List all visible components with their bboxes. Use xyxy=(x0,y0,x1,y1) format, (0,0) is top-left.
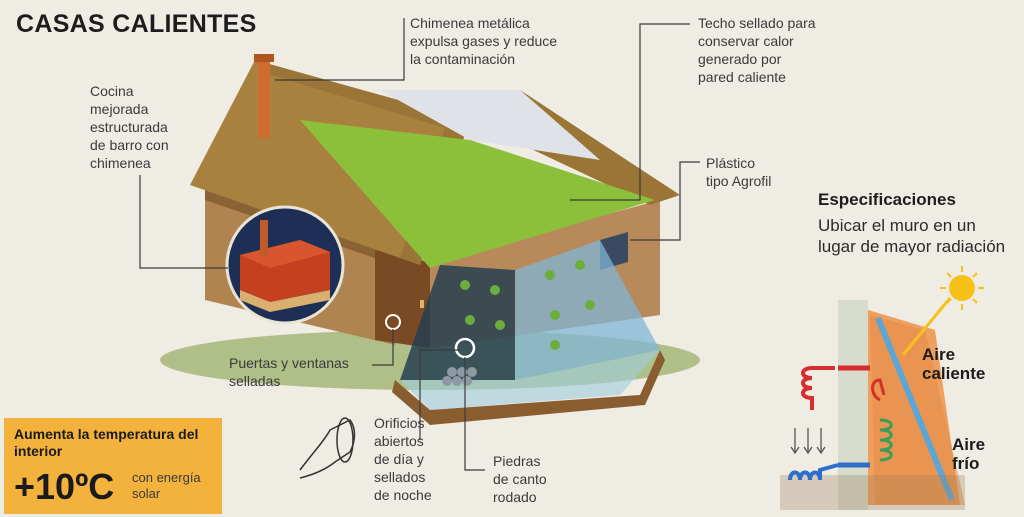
door xyxy=(375,250,430,348)
hot-air-coil xyxy=(801,366,835,410)
stones xyxy=(442,367,477,386)
solar-wall-diagram xyxy=(780,266,984,510)
info-subtext: con energía solar xyxy=(132,470,201,501)
label-aire-caliente: Aire caliente xyxy=(922,345,986,383)
sealed-roof-section xyxy=(380,90,600,160)
specs-body: Ubicar el muro en un lugar de mayor radi… xyxy=(818,216,1006,256)
grass-roof xyxy=(300,120,655,268)
info-heading: Aumenta la temperatura del interior xyxy=(14,426,199,459)
info-temperature: +10ºC xyxy=(14,466,115,507)
callout-orificios: Orificios abiertos de día y sellados de … xyxy=(374,415,432,503)
stone-base xyxy=(392,350,665,425)
callout-techo: Techo sellado para conservar calor gener… xyxy=(698,15,816,85)
wall-column xyxy=(838,300,868,510)
callout-cocina: Cocina mejorada estructurada de barro co… xyxy=(90,83,169,171)
callout-piedras: Piedras de canto rodado xyxy=(493,453,547,505)
hand-icon xyxy=(299,417,356,479)
specs-heading: Especificaciones xyxy=(818,190,956,209)
callout-chimenea: Chimenea metálica expulsa gases y reduce… xyxy=(410,15,558,67)
info-box: Aumenta la temperatura del interior +10º… xyxy=(4,418,222,514)
label-aire-frio: Aire frío xyxy=(952,435,986,473)
metal-chimney xyxy=(258,58,270,138)
glass-panel xyxy=(875,316,955,502)
sun-icon xyxy=(949,275,975,301)
cold-air-coil xyxy=(788,463,839,481)
callout-plastico: Plástico tipo Agrofil xyxy=(706,155,772,189)
callout-puertas: Puertas y ventanas selladas xyxy=(229,355,349,389)
page-title: CASAS CALIENTES xyxy=(16,10,257,38)
leader-lines xyxy=(139,18,700,471)
